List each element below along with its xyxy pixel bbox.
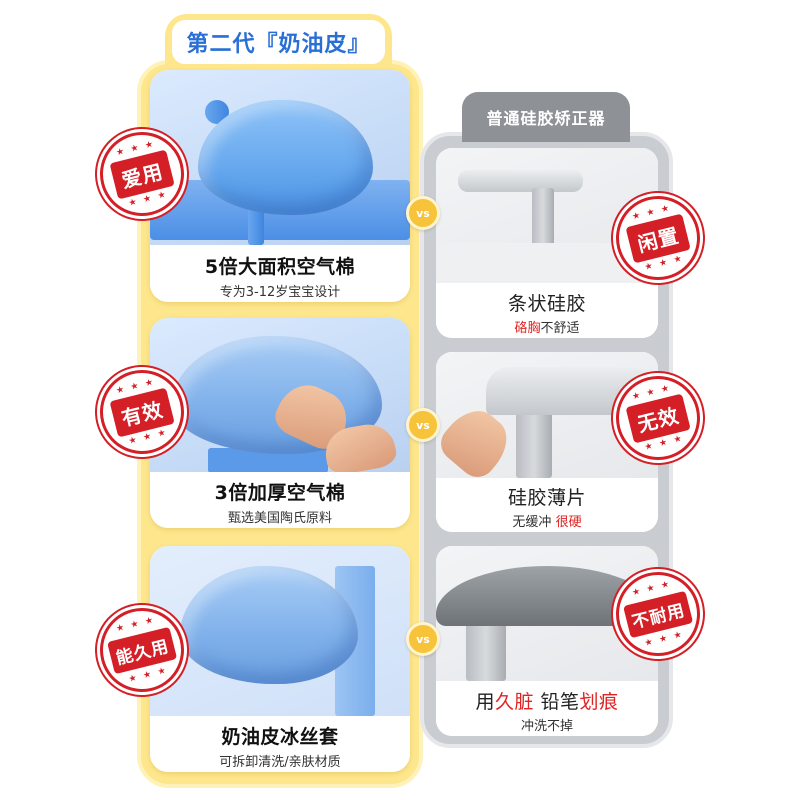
right-card-3-caption: 用久脏 铅笔划痕 冲洗不掉: [436, 682, 658, 736]
right-card-2-caption: 硅胶薄片 无缓冲 很硬: [436, 478, 658, 532]
right-card-2-subtitle-rest: 无缓冲: [512, 515, 552, 530]
right-card-3-title-highlight-a: 久脏: [494, 691, 534, 713]
right-card-2-title: 硅胶薄片: [507, 487, 586, 509]
right-card-1-subtitle-highlight: 硌胸: [514, 321, 541, 336]
left-card-2: 3倍加厚空气棉 甄选美国陶氏原料: [150, 318, 410, 528]
left-card-1: 5倍大面积空气棉 专为3-12岁宝宝设计: [150, 70, 410, 302]
right-card-3-title-highlight-b: 划痕: [579, 691, 619, 713]
right-card-3-title-part-b: 铅笔: [533, 691, 580, 713]
left-card-3-title: 奶油皮冰丝套: [221, 726, 339, 748]
vs-badge-3: vs: [406, 622, 440, 656]
left-card-1-caption: 5倍大面积空气棉 专为3-12岁宝宝设计: [150, 246, 410, 302]
pillow-on-desk-image: [150, 70, 410, 245]
left-panel-title: 第二代『奶油皮』: [169, 17, 388, 67]
right-card-1-subtitle-rest: 不舒适: [540, 321, 580, 336]
left-card-1-title: 5倍大面积空气棉: [204, 256, 356, 278]
left-card-3: 奶油皮冰丝套 可拆卸清洗/亲肤材质: [150, 546, 410, 772]
right-panel-title: 普通硅胶矫正器: [486, 109, 606, 128]
vs-badge-2: vs: [406, 408, 440, 442]
right-card-1-subtitle: 硌胸不舒适: [436, 317, 658, 336]
right-card-3-title-part-a: 用: [475, 691, 495, 713]
left-card-3-caption: 奶油皮冰丝套 可拆卸清洗/亲肤材质: [150, 716, 410, 772]
left-panel-header: 第二代『奶油皮』: [165, 14, 392, 76]
right-card-3-subtitle: 冲洗不掉: [520, 719, 573, 734]
left-card-2-title: 3倍加厚空气棉: [214, 482, 346, 504]
left-card-3-subtitle: 可拆卸清洗/亲肤材质: [219, 755, 341, 770]
pillow-pressed-image: [150, 318, 410, 477]
pillow-cover-image: [150, 546, 410, 716]
left-card-2-subtitle: 甄选美国陶氏原料: [227, 511, 332, 526]
right-card-2-subtitle: 无缓冲 很硬: [436, 511, 658, 530]
left-card-1-subtitle: 专为3-12岁宝宝设计: [219, 285, 341, 300]
left-card-2-caption: 3倍加厚空气棉 甄选美国陶氏原料: [150, 472, 410, 528]
right-card-3-title: 用久脏 铅笔划痕: [436, 687, 658, 714]
right-card-2-subtitle-highlight: 很硬: [555, 515, 582, 530]
right-panel-header: 普通硅胶矫正器: [462, 92, 630, 142]
right-card-1-caption: 条状硅胶 硌胸不舒适: [436, 284, 658, 338]
right-card-1-title: 条状硅胶: [507, 293, 586, 315]
vs-badge-1: vs: [406, 196, 440, 230]
